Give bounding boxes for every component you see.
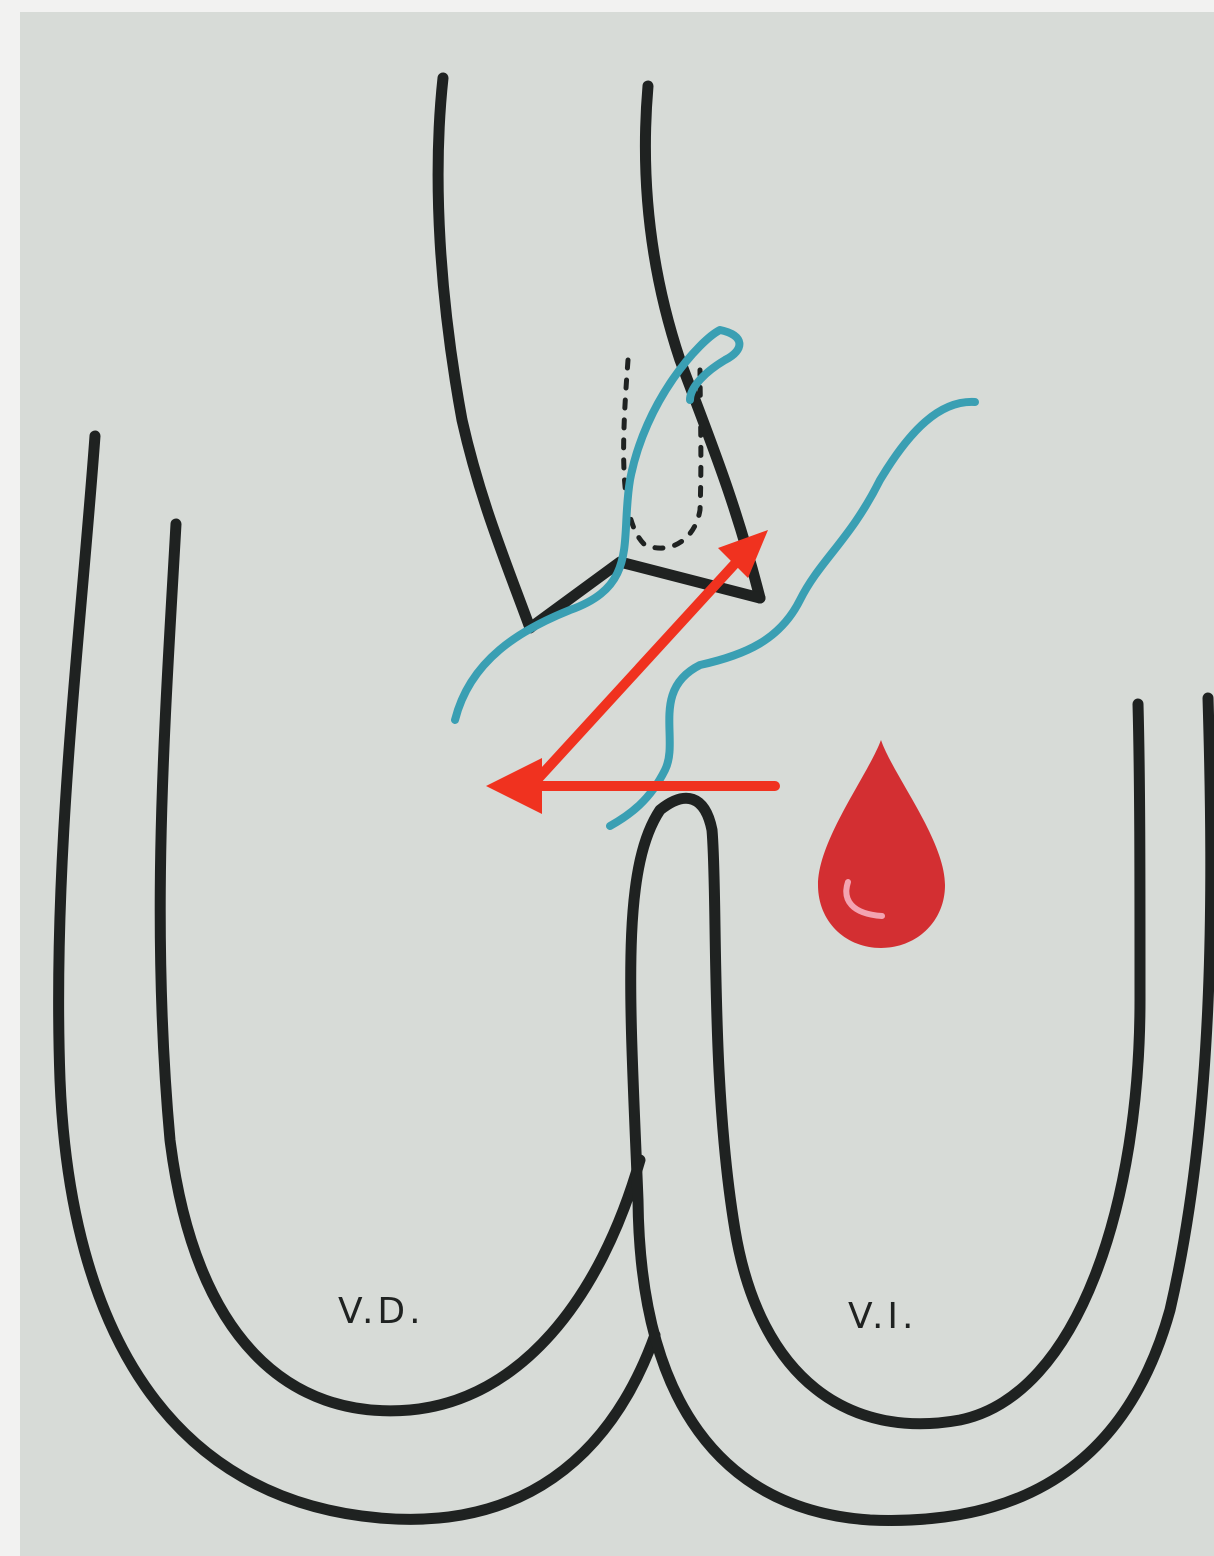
arrow-icon [486,530,775,814]
vessel-line-right [610,402,975,826]
arrowhead-left [486,758,542,814]
conduit-left-wall [438,78,530,628]
blood-drop-icon [818,740,945,948]
right-ventricle-label: V.I. [848,1296,918,1337]
paper-sheet: V.D. V.I. [20,12,1214,1556]
left-ventricle-inner [160,524,640,1411]
heart-sketch-diagram: V.D. V.I. [20,12,1214,1556]
left-ventricle-label: V.D. [338,1291,425,1332]
vessel-lines [455,330,975,826]
upper-conduit [438,78,760,628]
flow-arrows [486,530,775,814]
